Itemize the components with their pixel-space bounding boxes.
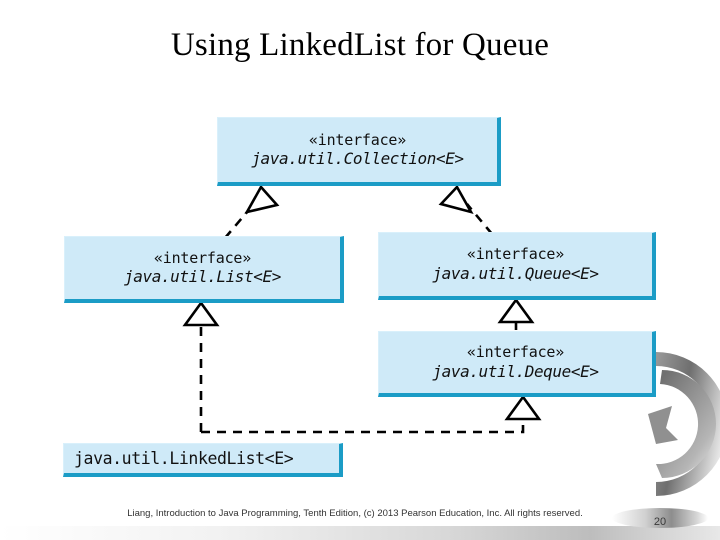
uml-node-deque[interactable]: «interface» java.util.Deque<E> — [378, 331, 656, 397]
edge-deque-to-queue — [497, 297, 535, 330]
edge-linkedlist-to-list — [182, 300, 220, 432]
edge-list-to-collection — [224, 184, 280, 239]
stereotype-label: «interface» — [466, 343, 565, 362]
class-name-label: java.util.List<E> — [124, 267, 281, 287]
edge-linkedlist-to-deque — [201, 394, 542, 434]
page-title: Using LinkedList for Queue — [170, 27, 550, 63]
edge-queue-to-collection — [438, 184, 493, 235]
uml-node-list[interactable]: «interface» java.util.List<E> — [64, 236, 344, 303]
class-name-label: java.util.LinkedList<E> — [74, 448, 294, 468]
page-number-backdrop — [612, 508, 708, 528]
stereotype-label: «interface» — [466, 245, 565, 264]
uml-node-queue[interactable]: «interface» java.util.Queue<E> — [378, 232, 656, 300]
stereotype-label: «interface» — [153, 248, 252, 267]
uml-node-collection[interactable]: «interface» java.util.Collection<E> — [217, 117, 501, 186]
footer-copyright: Liang, Introduction to Java Programming,… — [127, 508, 583, 519]
uml-node-linkedlist[interactable]: java.util.LinkedList<E> — [63, 443, 343, 477]
page-number: 20 — [653, 516, 667, 528]
class-name-label: java.util.Deque<E> — [432, 361, 599, 381]
class-name-label: java.util.Queue<E> — [432, 263, 599, 283]
footer-gradient-band — [0, 526, 720, 540]
decorative-arc-graphic — [648, 352, 720, 496]
class-name-label: java.util.Collection<E> — [251, 149, 464, 169]
stereotype-label: «interface» — [308, 130, 407, 149]
